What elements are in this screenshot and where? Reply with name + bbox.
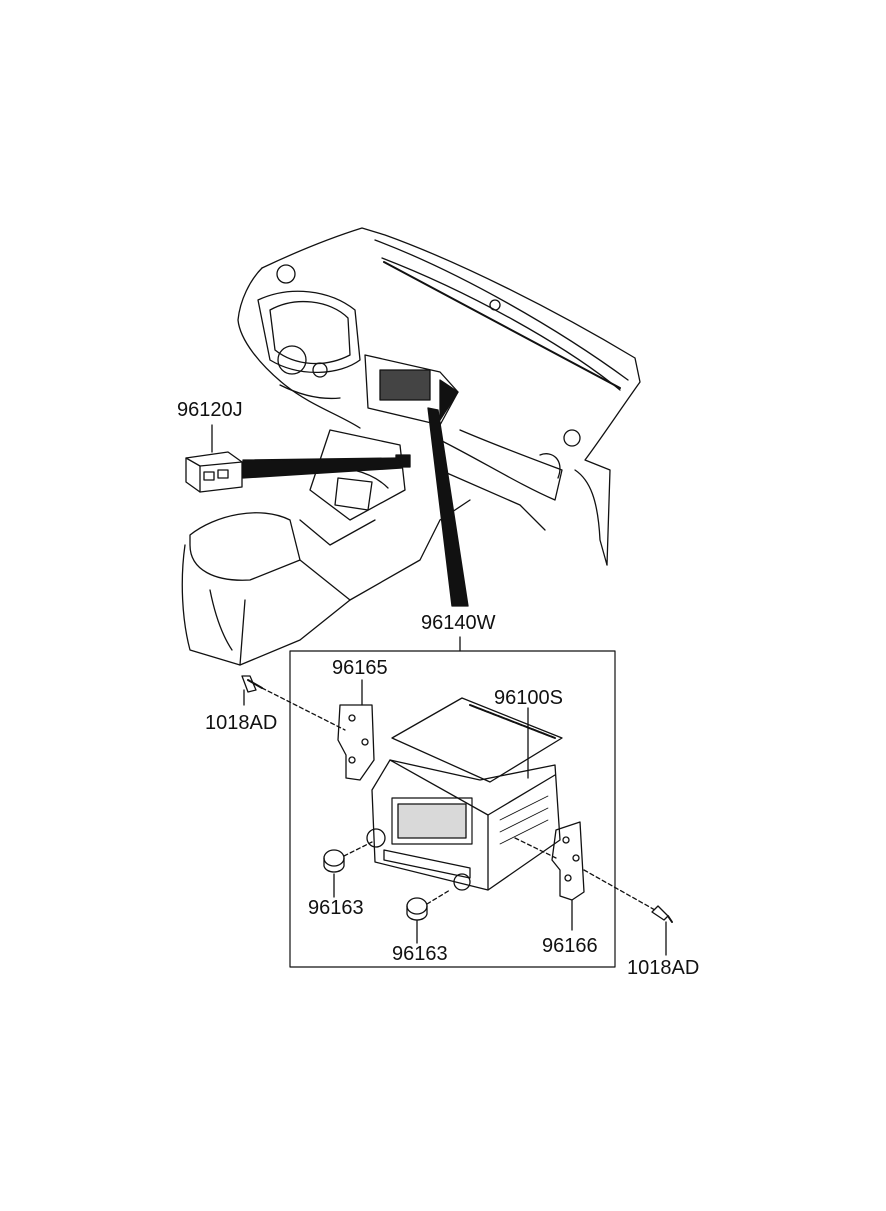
bracket-right-illustration: [514, 821, 585, 931]
top-cover-illustration: [391, 697, 563, 783]
usb-aux-jack-illustration: [185, 424, 243, 493]
screw-right-illustration: [583, 869, 673, 956]
label-knob-2: 96163: [392, 943, 448, 965]
label-screw-left: 1018AD: [205, 712, 278, 734]
label-bracket-right: 96166: [542, 935, 598, 957]
bracket-left-illustration: [337, 679, 375, 781]
screw-left-illustration: [241, 675, 346, 731]
label-bracket-left: 96165: [332, 657, 388, 679]
dashboard-illustration: [181, 227, 641, 666]
knob-left-illustration: [323, 841, 373, 898]
label-screw-right: 1018AD: [627, 957, 700, 979]
assembly-box: [289, 636, 616, 968]
label-usb-aux-jack: 96120J: [177, 399, 243, 421]
label-head-unit: 96100S: [494, 687, 563, 709]
label-knob-1: 96163: [308, 897, 364, 919]
knob-right-illustration: [406, 889, 451, 944]
head-unit-illustration: [366, 759, 561, 891]
label-audio-assembly: 96140W: [421, 612, 496, 634]
